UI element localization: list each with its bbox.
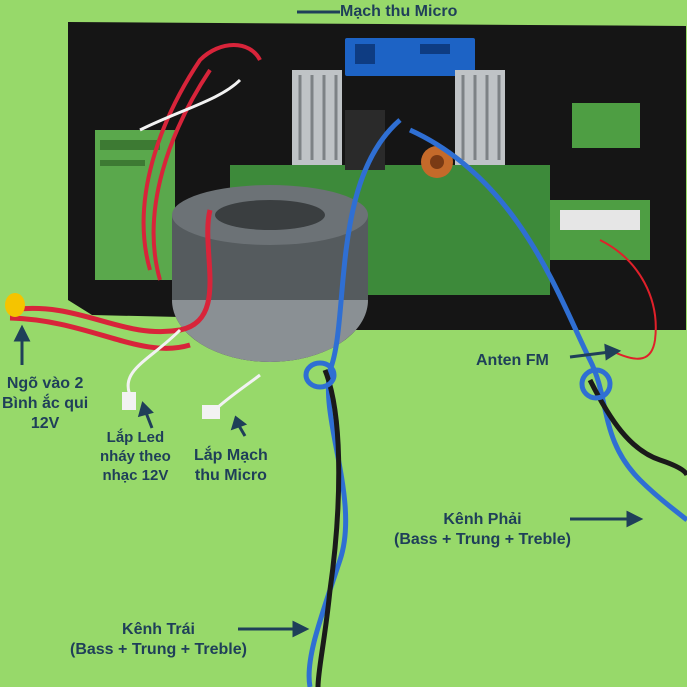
label-led-line2: nháy theo	[100, 448, 171, 465]
left-pcb	[95, 130, 175, 280]
left-black-wire	[315, 369, 342, 687]
label-micro-connector: Lắp Mạch thu Micro	[194, 446, 268, 486]
led-connector	[122, 392, 136, 410]
toroidal-transformer	[172, 185, 368, 362]
arrow-micro-connector	[230, 415, 248, 437]
right-black-wire	[587, 378, 687, 477]
arrow-right-channel	[570, 510, 644, 528]
label-right-channel-line1: Kênh Phải	[443, 511, 522, 528]
label-micro-connector-line2: thu Micro	[194, 467, 267, 484]
label-right-channel: Kênh Phải (Bass + Trung + Treble)	[394, 510, 571, 550]
label-right-channel-line2: (Bass + Trung + Treble)	[394, 531, 571, 548]
label-antenna: Anten FM	[476, 352, 549, 369]
right-wire-knot	[579, 367, 613, 401]
left-wire-knot	[303, 360, 337, 390]
label-battery-input-line1: Ngõ vào 2	[6, 375, 84, 392]
white-wire-micro	[213, 373, 261, 412]
label-led-line3: nhạc 12V	[102, 467, 169, 484]
label-micro-connector-line1: Lắp Mạch	[194, 447, 268, 464]
label-left-channel-line1: Kênh Trái	[122, 621, 195, 638]
label-battery-input: Ngõ vào 2 Bình ắc qui 12V	[2, 374, 88, 434]
label-battery-input-line2: Bình ắc qui	[2, 395, 89, 412]
antenna-wire	[599, 239, 657, 360]
label-left-channel-line2: (Bass + Trung + Treble)	[70, 641, 247, 658]
arrow-led	[137, 401, 154, 429]
arrow-battery-input	[13, 324, 31, 365]
micro-connector	[202, 405, 220, 419]
battery-terminal-ring	[5, 293, 25, 317]
heatsink-left	[292, 70, 342, 165]
heatsink-right	[455, 70, 505, 165]
white-wire-led	[126, 328, 182, 396]
arrow-left-channel	[238, 620, 310, 638]
label-left-channel: Kênh Trái (Bass + Trung + Treble)	[70, 620, 247, 660]
label-battery-input-line3: 12V	[30, 415, 60, 432]
label-micro-board: Mạch thu Micro	[340, 3, 458, 20]
label-led: Lắp Led nháy theo nhạc 12V	[100, 428, 171, 485]
arrow-antenna	[569, 343, 622, 361]
label-led-line1: Lắp Led	[106, 429, 165, 446]
left-blue-wire	[306, 118, 402, 687]
right-upper-pcb	[572, 103, 640, 148]
